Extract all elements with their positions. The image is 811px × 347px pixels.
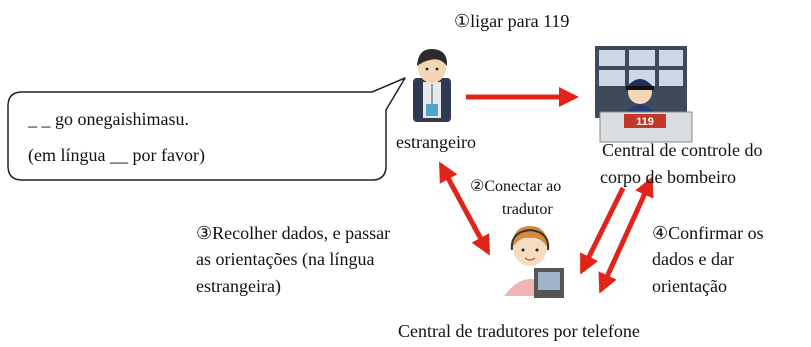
fire-sign-label: 119 xyxy=(636,116,654,128)
step3-label-line2: as orientações (na língua xyxy=(196,249,375,269)
step2-label-line2: tradutor xyxy=(502,201,553,218)
fire-center-label-line2: corpo de bombeiro xyxy=(600,167,736,187)
foreigner-label: estrangeiro xyxy=(396,132,476,152)
step3-label-line1: ③Recolher dados, e passar xyxy=(196,223,391,243)
step1-label: ①ligar para 119 xyxy=(454,11,570,31)
step2-label-line1: ②Conectar ao xyxy=(470,178,562,195)
fire-center-label-line1: Central de controle do xyxy=(602,140,763,160)
step4-label-line2: dados e dar xyxy=(652,249,734,269)
translator-operator-icon xyxy=(504,226,564,298)
foreigner-figure-icon xyxy=(413,48,451,122)
translator-center-label: Central de tradutores por telefone xyxy=(398,321,640,341)
step4-label-line3: orientação xyxy=(652,276,727,296)
fire-control-center-icon xyxy=(595,46,693,143)
step4-label-line1: ④Confirmar os xyxy=(652,223,764,243)
speech-line-1: _ _ go onegaishimasu. xyxy=(28,109,189,129)
arrow-foreigner-translator-exchange xyxy=(438,161,491,256)
arrow-translator-fire-center-exchange xyxy=(598,176,654,294)
step3-label-line3: estrangeira) xyxy=(196,276,281,296)
speech-line-2: (em língua __ por favor) xyxy=(28,145,205,165)
